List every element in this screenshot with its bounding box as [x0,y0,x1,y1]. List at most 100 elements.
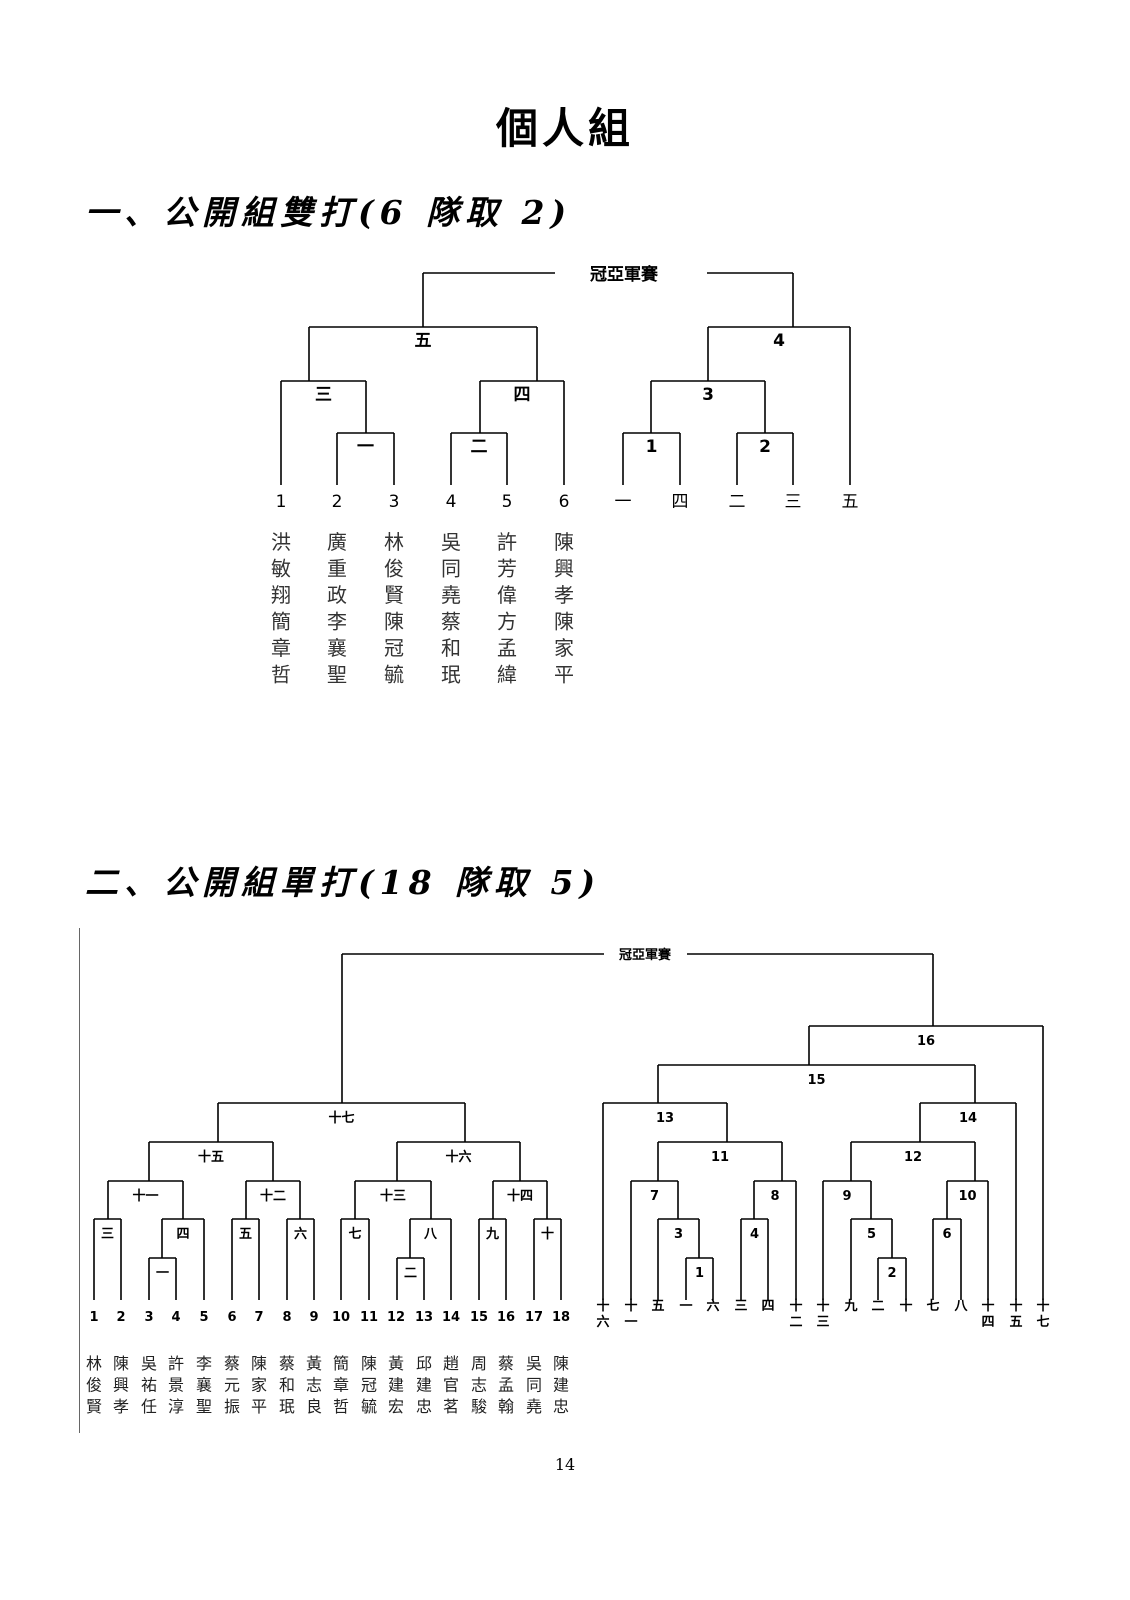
s2-seed: 5 [199,1310,208,1325]
s2-player-char: 陳 [251,1354,267,1373]
s1-match-5-label: 五 [415,331,432,351]
s2-player-char: 蔡 [279,1354,295,1373]
s2-match-L2-label: 二 [404,1266,417,1281]
s2-match-L15-label: 十五 [198,1149,224,1165]
s2-final-label: 冠亞軍賽 [619,947,672,963]
s2-player-char: 建 [553,1376,569,1395]
s2-match-L3-label: 三 [101,1227,114,1242]
s1-player-char: 堯 [441,583,461,607]
s2-player-char: 興 [113,1376,129,1395]
s2-player-char: 黃 [388,1354,404,1373]
s1-seed: 1 [276,492,287,512]
s1-match-3-label: 三 [315,385,332,405]
s2-player-char: 林 [86,1354,102,1373]
s1-player-char: 芳 [497,557,517,581]
s2-match-R13-label: 13 [656,1111,674,1126]
s2-player-char: 平 [251,1397,267,1416]
s2-player-char: 毓 [361,1397,377,1416]
page-number: 14 [554,1455,576,1474]
s2-match-L16-label: 十六 [445,1149,471,1165]
s2-player-char: 李 [196,1354,212,1373]
s1-player-char: 賢 [384,583,404,607]
s1-slot: 四 [672,492,689,512]
s1-player-char: 林 [384,530,404,554]
s2-seed: 16 [497,1310,515,1325]
s1-seed: 6 [559,492,570,512]
s2-player-char: 孟 [498,1376,514,1395]
s2-slot: 六 [706,1298,719,1314]
s2-slot: 十 [816,1298,829,1314]
s2-match-R5-label: 5 [867,1227,876,1242]
s2-player-char: 許 [168,1354,184,1373]
s2-slot: 一 [679,1299,692,1314]
section2-heading: 二、公開組單打(18 隊取 5) [85,863,602,902]
s2-slot: 十 [596,1298,609,1314]
s2-seed: 3 [144,1310,153,1325]
s2-seed: 6 [227,1310,236,1325]
s2-slot: 四 [761,1299,774,1314]
s2-seed: 15 [470,1310,488,1325]
s2-player-char: 元 [224,1376,240,1395]
s2-player-char: 陳 [553,1354,569,1373]
s2-match-R15-label: 15 [807,1073,825,1088]
s1-player-char: 方 [497,610,517,634]
s2-slot: 一 [624,1315,637,1330]
s2-player-char: 堯 [526,1397,542,1416]
s2-slot: 二 [789,1315,802,1330]
s2-slot: 十 [1009,1298,1022,1314]
s2-player-char: 同 [526,1376,542,1395]
s2-player-char: 任 [141,1397,157,1416]
s1-slot: 一 [615,492,632,512]
s1-match-2-label: 二 [471,437,488,457]
s2-player-char: 祐 [141,1376,157,1395]
s1-player-char: 陳 [554,530,574,554]
s2-player-char: 家 [251,1376,267,1395]
s2-seed: 12 [387,1310,405,1325]
s2-player-char: 哲 [333,1397,349,1416]
s2-player-char: 建 [388,1376,404,1395]
s2-player-char: 陳 [113,1354,129,1373]
s1-player-char: 陳 [554,610,574,634]
s1-player-char: 俊 [384,557,404,581]
s2-match-R12-label: 12 [904,1150,922,1165]
s2-slot: 七 [1036,1315,1049,1330]
s1-player-char: 聖 [327,663,347,687]
s1-player-char: 敏 [271,557,291,581]
s1-seed: 5 [502,492,513,512]
s2-player-char: 淳 [168,1397,184,1416]
s2-slot: 十 [1036,1298,1049,1314]
s1-player-char: 孟 [497,636,517,660]
s2-player-char: 和 [279,1376,295,1395]
s2-seed: 1 [89,1310,98,1325]
s2-player-char: 忠 [416,1397,432,1416]
s2-player-char: 珉 [279,1397,295,1416]
s2-slot: 十 [899,1298,912,1314]
s2-slot: 四 [981,1315,994,1330]
s2-slot: 七 [926,1299,939,1314]
s2-player-char: 良 [306,1397,322,1416]
s1-player-char: 冠 [384,636,404,660]
s1-player-char: 蔡 [441,610,461,634]
s2-slot: 十 [981,1298,994,1314]
s1-seed: 3 [389,492,400,512]
s2-player-char: 駿 [471,1397,487,1416]
s1-player-char: 襄 [327,636,347,660]
s2-slot: 五 [651,1299,664,1314]
s1-player-char: 重 [327,557,347,581]
s1-final-label: 冠亞軍賽 [590,264,659,285]
s2-player-char: 茗 [443,1397,459,1416]
s2-player-char: 簡 [333,1354,349,1373]
s2-match-R14-label: 14 [959,1111,977,1126]
s2-player-char: 趙 [443,1354,459,1373]
s2-seed: 8 [282,1310,291,1325]
s1-player-char: 平 [554,663,574,687]
s2-match-L5-label: 五 [239,1227,252,1242]
s1-player-char: 陳 [384,610,404,634]
s2-player-char: 襄 [196,1376,212,1395]
s2-player-char: 章 [333,1376,349,1395]
s2-player-char: 蔡 [498,1354,514,1373]
s2-player-char: 官 [443,1376,459,1395]
s2-match-L8-label: 八 [423,1227,438,1242]
s2-match-R11-label: 11 [711,1150,729,1165]
